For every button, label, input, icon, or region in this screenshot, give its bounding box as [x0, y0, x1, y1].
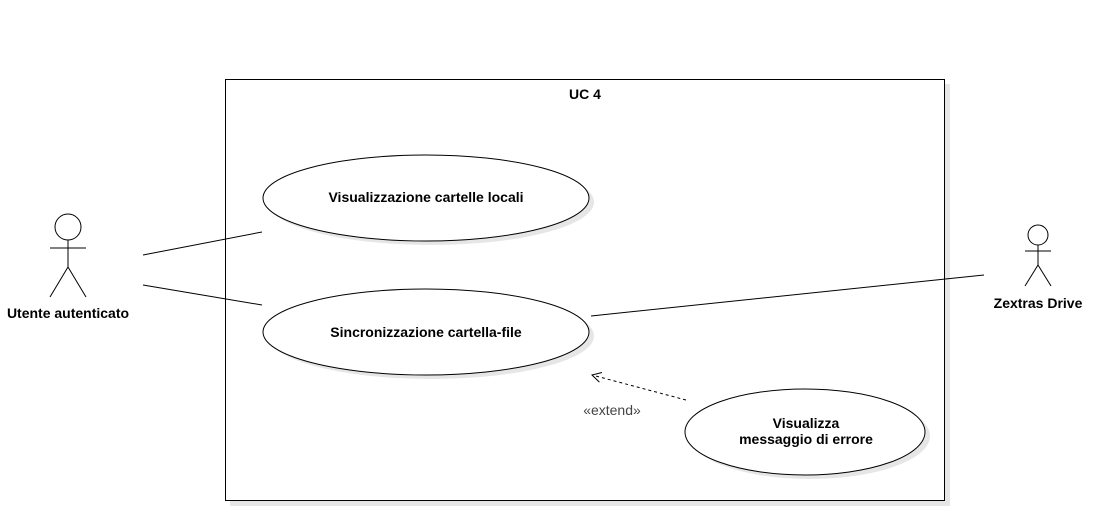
- system-title: UC 4: [569, 86, 601, 102]
- extend-arrow: [591, 371, 687, 401]
- use-case-view-local-folders[interactable]: Visualizzazione cartelle locali: [262, 154, 594, 245]
- association-sync-zextras[interactable]: [590, 274, 985, 317]
- system-boundary[interactable]: UC 4: [225, 79, 951, 507]
- stick-figure-icon: [49, 213, 87, 298]
- use-case-label-line1: Visualizza: [773, 415, 840, 431]
- use-case-ellipse: [262, 154, 590, 242]
- association-actor-sync[interactable]: [142, 284, 263, 306]
- use-case-show-error-message[interactable]: Visualizza messaggio di errore: [684, 388, 930, 479]
- actor-authenticated-user[interactable]: Utente autenticato: [7, 213, 129, 321]
- use-case-ellipse: [262, 288, 590, 376]
- use-case-sync-folder-file[interactable]: Sincronizzazione cartella-file: [262, 288, 594, 379]
- association-actor-view-folders[interactable]: [142, 231, 263, 256]
- stick-figure-icon: [1024, 224, 1052, 287]
- use-case-label-line2: messaggio di errore: [739, 431, 873, 447]
- use-case-label: Visualizzazione cartelle locali: [328, 189, 523, 205]
- extend-relation[interactable]: «extend»: [583, 371, 687, 418]
- actor-label: Zextras Drive: [994, 295, 1083, 311]
- use-case-ellipse: [684, 388, 926, 476]
- extend-label: «extend»: [583, 402, 641, 418]
- actor-zextras-drive[interactable]: Zextras Drive: [994, 224, 1083, 311]
- use-case-label: Sincronizzazione cartella-file: [330, 324, 522, 340]
- actor-label: Utente autenticato: [7, 305, 129, 321]
